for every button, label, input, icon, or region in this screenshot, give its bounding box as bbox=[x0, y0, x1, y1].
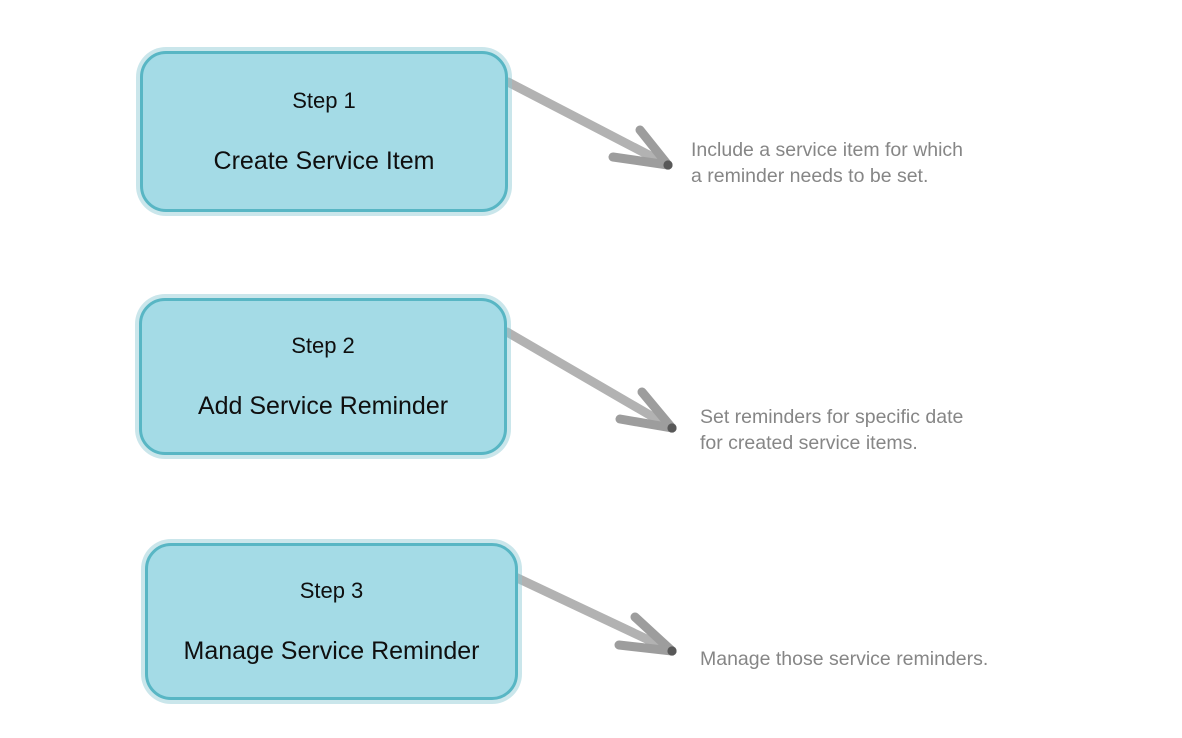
arrow-step-3 bbox=[508, 571, 677, 656]
step-title: Step 3 bbox=[299, 577, 364, 603]
annotation-step-1: Include a service item for which a remin… bbox=[691, 139, 964, 187]
step-box-1[interactable]: Step 1 Create Service Item bbox=[140, 51, 508, 212]
step-subtitle: Manage Service Reminder bbox=[183, 636, 480, 665]
annotation-step-2: Set reminders for specific date for crea… bbox=[700, 406, 964, 454]
step-subtitle: Add Service Reminder bbox=[197, 391, 449, 420]
arrow-step-2 bbox=[502, 327, 677, 433]
arrow-step-1 bbox=[503, 77, 673, 170]
annotation-step-3: Manage those service reminders. bbox=[700, 648, 989, 670]
step-title: Step 2 bbox=[291, 332, 355, 358]
step-subtitle: Create Service Item bbox=[213, 146, 435, 175]
step-box-2[interactable]: Step 2 Add Service Reminder bbox=[139, 298, 507, 455]
step-title: Step 1 bbox=[292, 87, 356, 113]
step-box-3[interactable]: Step 3 Manage Service Reminder bbox=[145, 543, 518, 700]
